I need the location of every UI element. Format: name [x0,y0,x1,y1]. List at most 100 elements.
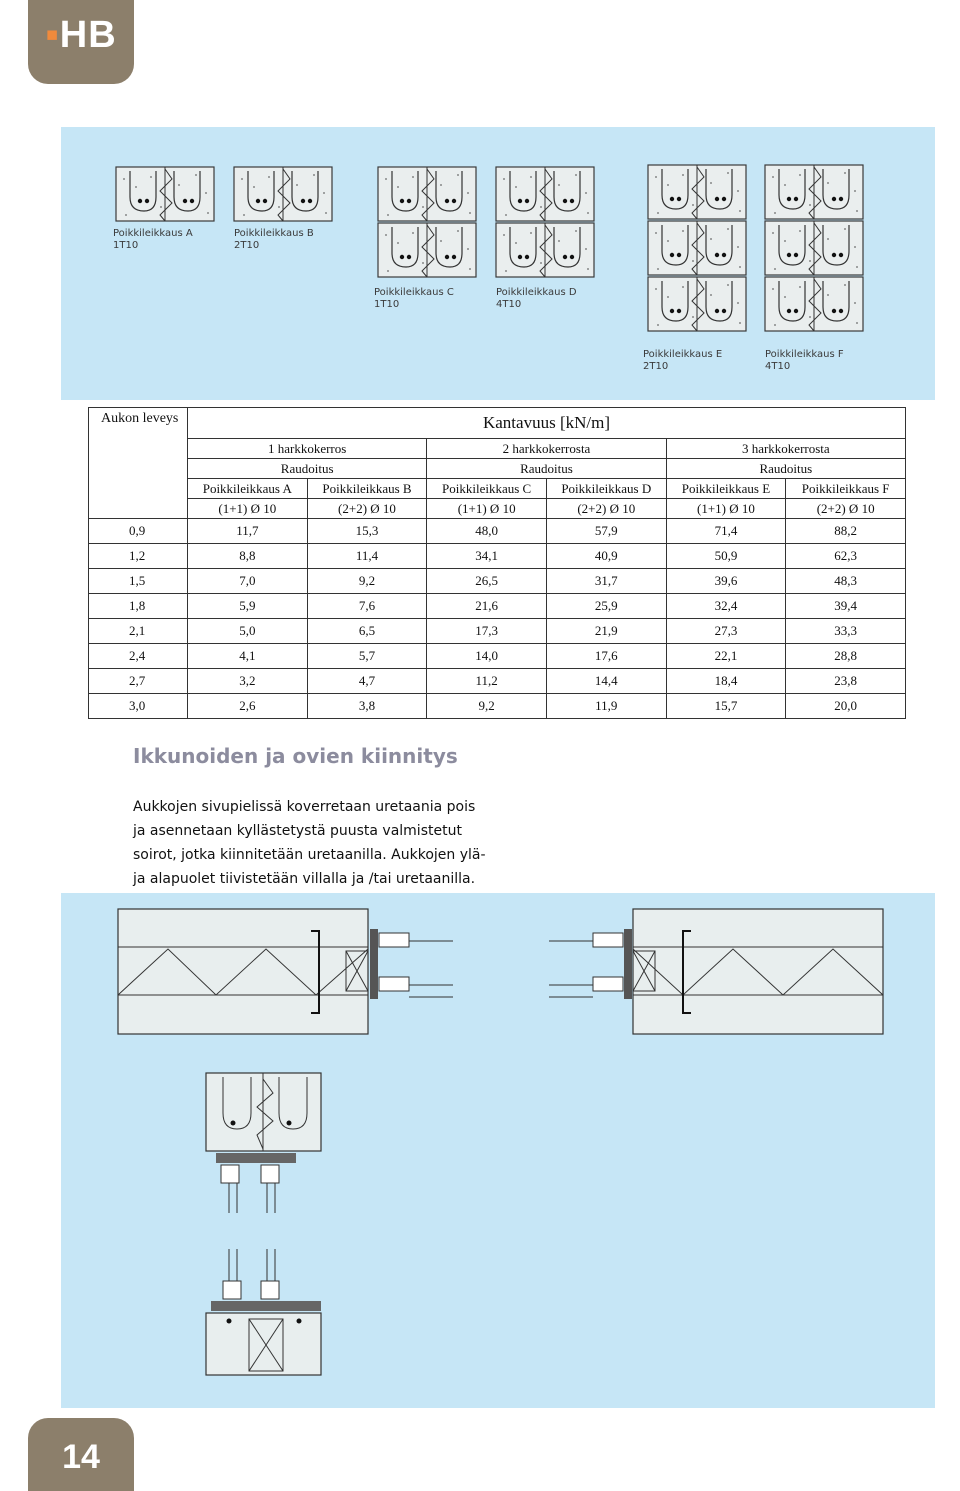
cell: 7,6 [306,593,428,619]
cell: 14,4 [545,668,667,694]
cell: 11,4 [306,543,428,569]
cell: 6,5 [306,618,428,644]
cell: 15,3 [306,518,428,544]
cell: 40,9 [545,543,667,569]
reinforcement-spec: (2+2) Ø 10 [785,498,906,519]
cell: 88,2 [785,518,906,544]
section-e-code: 2T10 [643,361,668,372]
section-d-block-2 [495,222,595,278]
cell: 48,0 [426,518,547,544]
cell: 32,4 [665,593,787,619]
section-f-block-3 [764,276,864,332]
section-title: Ikkunoiden ja ovien kiinnitys [133,744,458,768]
table-title: Kantavuus [kN/m] [187,407,906,439]
row-width: 1,8 [88,593,188,619]
cell: 11,9 [545,693,667,719]
cell: 39,4 [785,593,906,619]
reinforcement-header: Raudoitus [186,458,428,479]
cell: 31,7 [545,568,667,594]
cross-section-diagrams: Poikkileikkaus A 1T10 Poikkileikkaus B 2… [113,164,864,372]
section-e-block-2 [647,220,747,276]
row-width: 1,5 [88,568,188,594]
cell: 21,9 [545,618,667,644]
cell: 5,9 [187,593,308,619]
cell: 4,7 [306,668,428,694]
brand-logo-text: ▪HB [45,14,117,56]
section-f-block-2 [764,220,864,276]
cell: 33,3 [785,618,906,644]
row-width: 3,0 [88,693,188,719]
column-header: Poikkileikkaus C [426,478,547,499]
section-c-code: 1T10 [374,299,399,310]
reinforcement-header: Raudoitus [665,458,907,479]
cell: 28,8 [785,643,906,669]
row-width: 0,9 [88,518,188,544]
cell: 17,6 [545,643,667,669]
cell: 27,3 [665,618,787,644]
table-corner-label: Aukon leveys [88,407,188,519]
column-header: Poikkileikkaus E [665,478,787,499]
section-f-code: 4T10 [765,361,790,372]
section-a-code: 1T10 [113,240,138,251]
row-width: 2,1 [88,618,188,644]
cell: 22,1 [665,643,787,669]
section-d-block-1 [495,166,595,222]
cell: 57,9 [545,518,667,544]
reinforcement-spec: (2+2) Ø 10 [545,498,667,519]
section-c-block-2 [377,222,477,278]
cell: 5,0 [187,618,308,644]
body-line: ja alapuolet tiivistetään villalla ja /t… [133,871,476,887]
cross-section-panel: Poikkileikkaus A 1T10 Poikkileikkaus B 2… [61,127,935,400]
cell: 25,9 [545,593,667,619]
column-header: Poikkileikkaus F [785,478,906,499]
article-body: Aukkojen sivupielissä koverretaan uretaa… [133,795,533,891]
installation-detail-panel [61,893,935,1408]
cell: 17,3 [426,618,547,644]
column-header: Poikkileikkaus A [187,478,308,499]
section-f-caption: Poikkileikkaus F [765,349,844,360]
body-line: Aukkojen sivupielissä koverretaan uretaa… [133,799,476,815]
cell: 14,0 [426,643,547,669]
column-header: Poikkileikkaus D [545,478,667,499]
reinforcement-spec: (1+1) Ø 10 [665,498,787,519]
section-b-code: 2T10 [234,240,259,251]
cell: 71,4 [665,518,787,544]
group-header: 2 harkkokerrosta [426,438,667,459]
cell: 5,7 [306,643,428,669]
cell: 7,0 [187,568,308,594]
reinforcement-header: Raudoitus [426,458,667,479]
section-d-code: 4T10 [496,299,521,310]
cell: 4,1 [187,643,308,669]
group-header: 3 harkkokerrosta [665,438,907,459]
section-c-caption: Poikkileikkaus C [374,287,454,298]
cell: 2,6 [187,693,308,719]
cell: 39,6 [665,568,787,594]
row-width: 1,2 [88,543,188,569]
cell: 9,2 [306,568,428,594]
section-b-caption: Poikkileikkaus B [234,228,314,239]
row-width: 2,4 [88,643,188,669]
cell: 8,8 [187,543,308,569]
section-e-block-3 [647,276,747,332]
cell: 9,2 [426,693,547,719]
cell: 20,0 [785,693,906,719]
cell: 3,2 [187,668,308,694]
cell: 11,7 [187,518,308,544]
section-b-block [233,166,333,222]
cell: 34,1 [426,543,547,569]
section-f-block-1 [764,164,864,220]
head-detail-section [205,1072,322,1213]
section-a-caption: Poikkileikkaus A [113,228,193,239]
cell: 48,3 [785,568,906,594]
cell: 50,9 [665,543,787,569]
installation-detail-drawings [117,908,884,1376]
body-line: ja asennetaan kyllästetystä puusta valmi… [133,823,462,839]
reinforcement-spec: (2+2) Ø 10 [306,498,428,519]
cell: 23,8 [785,668,906,694]
